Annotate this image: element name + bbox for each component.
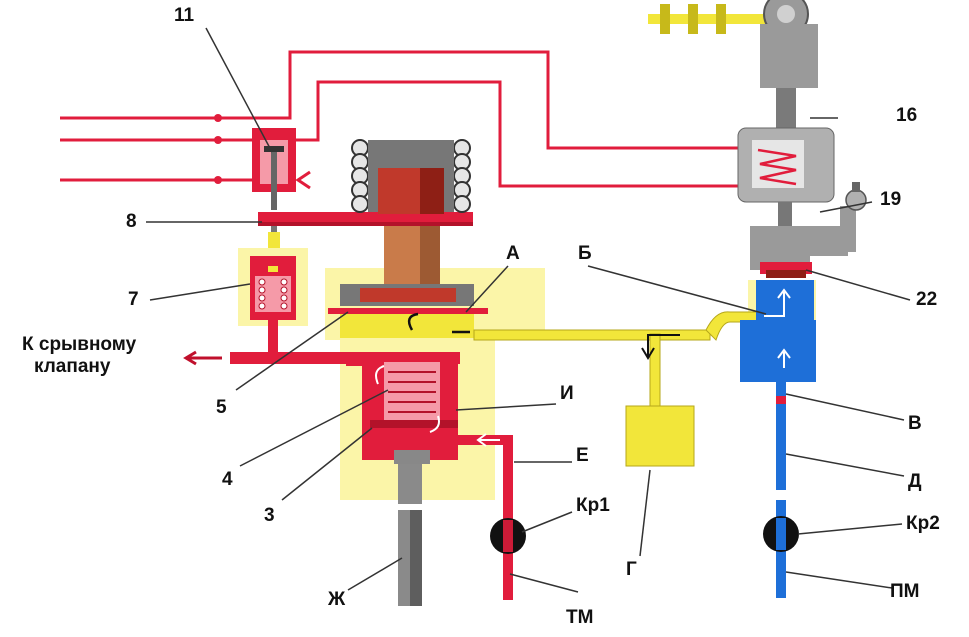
unit-19: [750, 182, 867, 270]
label-i: И: [560, 383, 574, 404]
label-3: 3: [264, 505, 275, 526]
label-4: 4: [222, 469, 233, 490]
pipe-d: [776, 404, 786, 490]
cock-kr2-bar: [776, 518, 786, 550]
unit-16: [648, 0, 835, 228]
device-11: [252, 128, 296, 210]
leader-lines: [146, 27, 911, 593]
chamber-a-arrow: [407, 312, 419, 331]
label-g: Г: [626, 559, 637, 580]
lower-unit: [346, 354, 458, 464]
note-to-breakaway-valve: К срывному клапану: [22, 334, 136, 378]
label-5: 5: [216, 397, 227, 418]
pipe-7-down: [268, 320, 278, 360]
pipe-tm: [503, 520, 513, 600]
device-7: [238, 248, 308, 326]
label-kr2: Кр2: [906, 513, 940, 534]
note-line-2: клапану: [34, 356, 111, 377]
pipe-e: [456, 435, 513, 520]
label-b: Б: [578, 243, 592, 264]
wire-terminals: [214, 114, 222, 184]
label-d: Д: [908, 471, 922, 492]
label-kr1: Кр1: [576, 495, 610, 516]
label-19: 19: [880, 189, 902, 210]
label-e: Е: [576, 445, 589, 466]
lever-8-shade: [258, 222, 473, 226]
label-v: В: [908, 413, 922, 434]
control-pipe-arrow: [641, 334, 680, 360]
piston-rod-shade: [420, 226, 440, 288]
label-16: 16: [896, 105, 918, 126]
label-8: 8: [126, 211, 137, 232]
wire-arrow: [295, 170, 311, 190]
note-line-1: К срывному: [22, 334, 137, 355]
label-22: 22: [916, 289, 938, 310]
stem-zh: [398, 464, 422, 504]
chamber-a: [340, 314, 474, 338]
label-zh: Ж: [328, 589, 346, 610]
reservoir-g: [625, 405, 695, 467]
piston-head-shade: [420, 168, 444, 214]
rod-7-tip: [268, 232, 280, 252]
diaphragm-5: [328, 308, 488, 314]
arrow-to-valve: [183, 350, 222, 366]
label-11: 11: [174, 5, 195, 26]
cock-kr1-bar: [503, 520, 513, 552]
cylinder-a-inner: [360, 288, 456, 302]
label-a: А: [506, 243, 520, 264]
label-7: 7: [128, 289, 139, 310]
label-tm: ТМ: [566, 607, 594, 628]
label-pm: ПМ: [890, 581, 920, 602]
pipe-e-arrow: [476, 433, 500, 447]
stem-zh-shade: [410, 510, 422, 606]
